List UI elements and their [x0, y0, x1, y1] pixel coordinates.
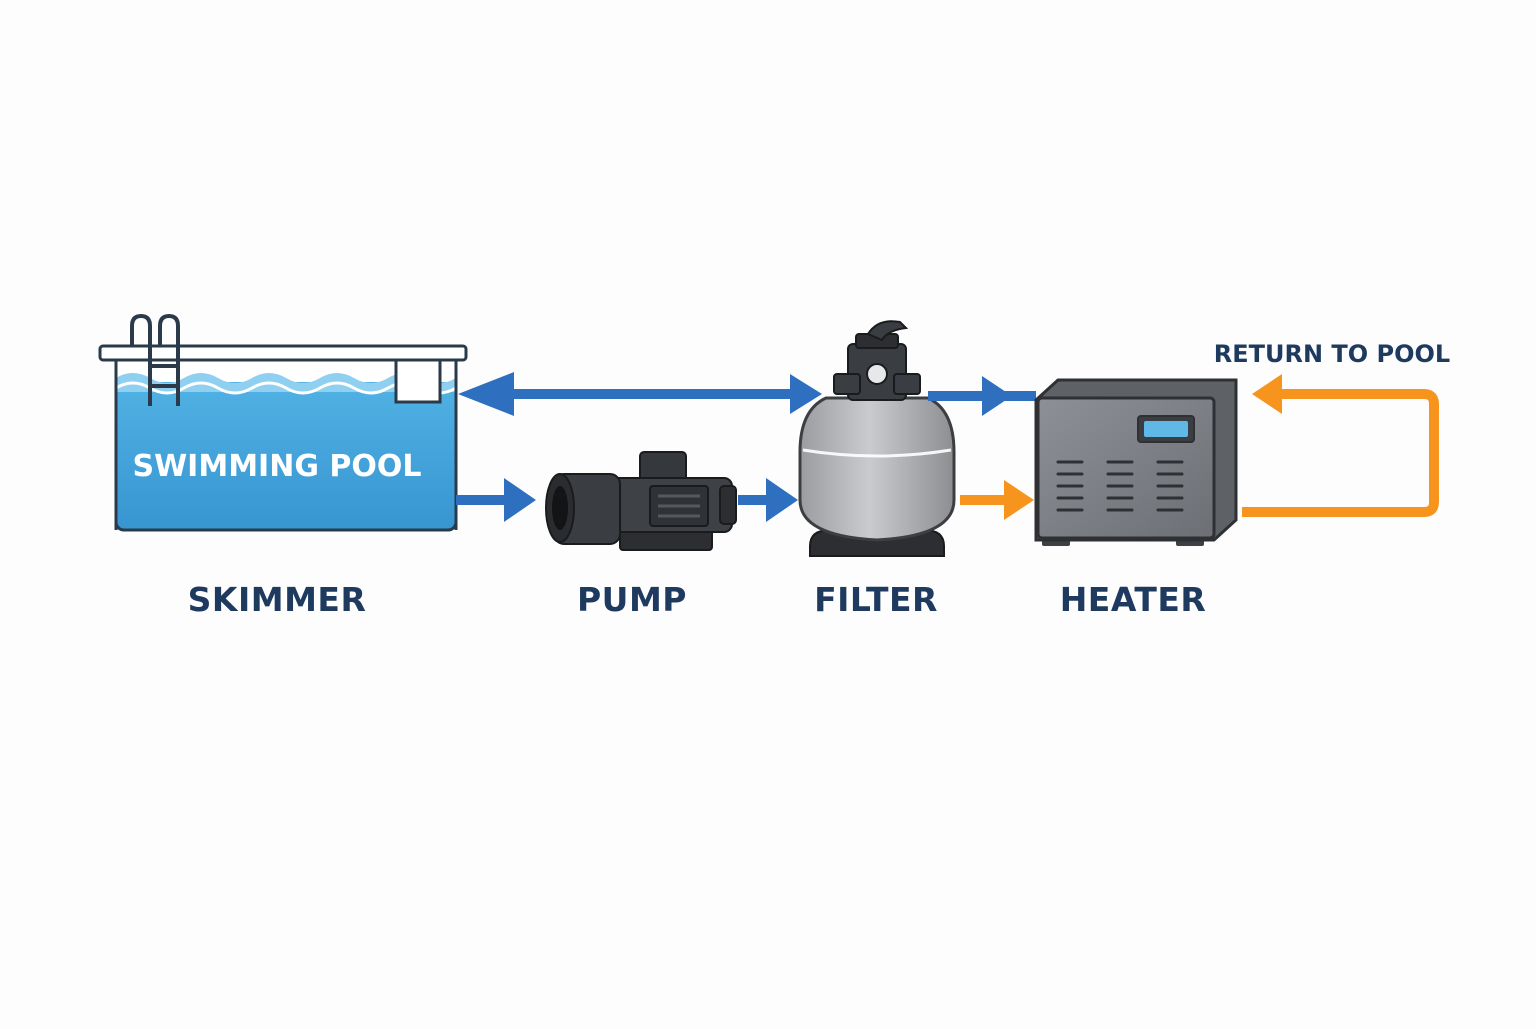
- flow-filter-heater-hot-arrow: [960, 480, 1034, 520]
- flow-pump-filter-arrow: [738, 478, 798, 522]
- return-to-pool-label: RETURN TO POOL: [1214, 340, 1450, 368]
- skimmer-box: [394, 358, 442, 404]
- filter-label: FILTER: [814, 580, 938, 619]
- heater-vents: [1056, 460, 1184, 512]
- ladder-icon: [130, 313, 180, 406]
- pump-label: PUMP: [577, 580, 687, 619]
- flow-pool-pump-arrow: [456, 478, 536, 522]
- skimmer-label: SKIMMER: [188, 580, 367, 619]
- return-to-pool-arrow: [1242, 374, 1439, 517]
- swimming-pool-icon: SWIMMING POOL: [98, 313, 468, 532]
- sand-filter-icon: [798, 320, 956, 557]
- heater-display: [1144, 421, 1188, 437]
- heater-label: HEATER: [1060, 580, 1207, 619]
- flow-filter-heater-arrow: [928, 376, 1036, 416]
- pool-heater-icon: [1034, 378, 1238, 546]
- pool-label: SWIMMING POOL: [132, 449, 421, 484]
- pool-pump-icon: [545, 451, 737, 551]
- flow-pool-filter-arrow: [458, 372, 822, 416]
